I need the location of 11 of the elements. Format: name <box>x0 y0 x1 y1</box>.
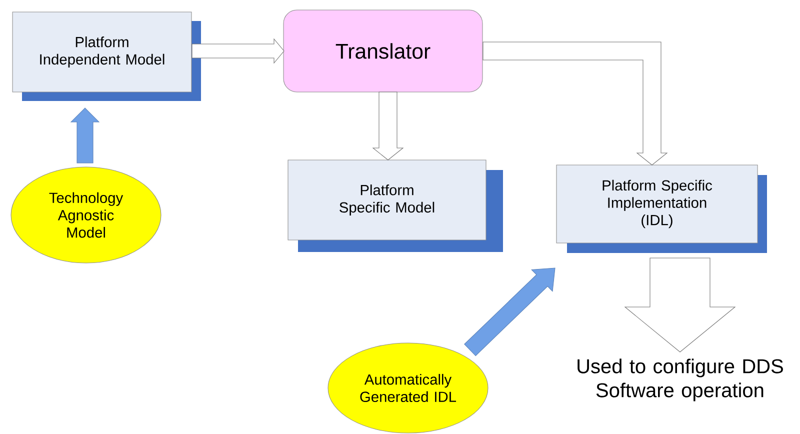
arrow <box>70 108 100 164</box>
model-box: Platform Independent Model <box>12 12 201 101</box>
note-text: Used to configure DDS Software operation <box>578 358 783 402</box>
block-arrow <box>192 38 284 64</box>
translator-box: Translator <box>283 10 483 92</box>
arrow <box>464 268 556 356</box>
model-box: Platform Specific Model <box>288 160 503 252</box>
block-arrow <box>372 92 404 160</box>
block-arrow <box>482 42 668 166</box>
model-box: Platform Specific Implementation (IDL) <box>556 164 767 253</box>
block-arrow <box>624 258 736 352</box>
